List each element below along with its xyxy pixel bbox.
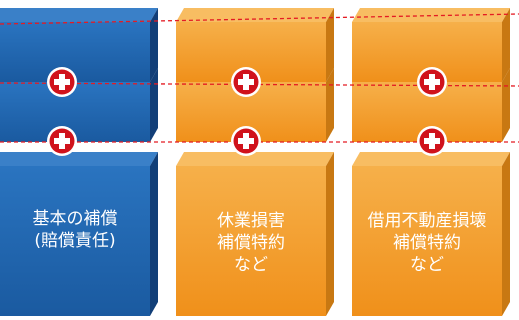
column-2-label-line-2: 補償特約 [217, 233, 285, 253]
plus-badge-icon [231, 126, 261, 156]
column-1-label-line-2: (賠償責任) [34, 231, 116, 251]
column-2-blocks [176, 8, 334, 316]
column-2-label-line-1: 休業損害 [217, 211, 285, 231]
column-3-label-line-2: 補償特約 [393, 233, 461, 253]
plus-badge-icon [47, 67, 77, 97]
column-1-blocks [0, 8, 158, 316]
plus-badge-icon [417, 67, 447, 97]
column-3-label-line-1: 借用不動産損壊 [367, 211, 487, 231]
column-2-label: 休業損害 補償特約 など [176, 210, 326, 276]
column-2-label-line-3: など [234, 255, 268, 275]
column-3-label-line-3: など [410, 255, 444, 275]
plus-badges [47, 67, 447, 156]
plus-badge-icon [231, 67, 261, 97]
plus-badge-icon [417, 126, 447, 156]
plus-badge-icon [47, 126, 77, 156]
column-1-label-line-1: 基本の補償 [32, 209, 118, 229]
column-3-label: 借用不動産損壊 補償特約 など [352, 210, 502, 276]
column-3-blocks [352, 8, 510, 316]
column-1-label: 基本の補償 (賠償責任) [0, 208, 150, 252]
